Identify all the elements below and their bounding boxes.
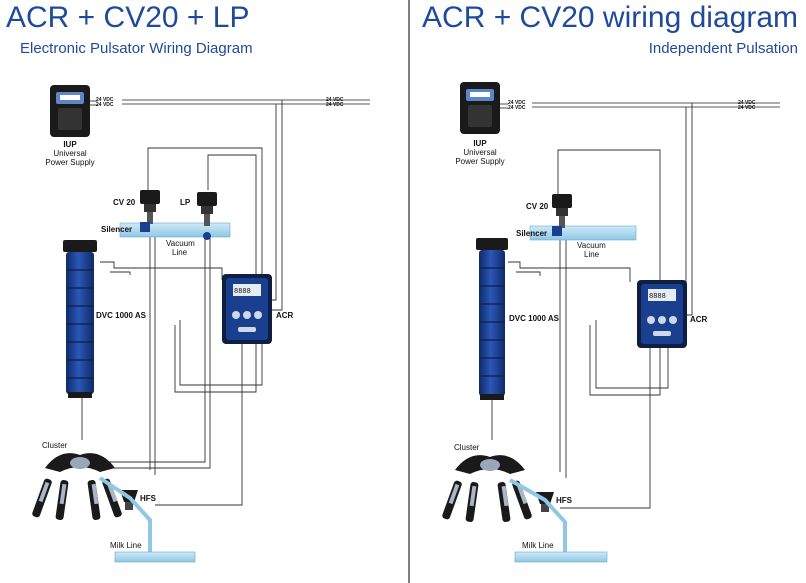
right-vacuum-label-1: Vacuum — [577, 241, 606, 250]
left-milk-line-pipe — [114, 551, 196, 563]
left-lp-label: LP — [180, 198, 191, 207]
left-vacuum-line — [119, 222, 231, 238]
right-vacuum-label-2: Line — [584, 250, 600, 259]
left-vdc-label-b: 24 VDC — [96, 102, 114, 108]
left-silencer-label: Silencer — [101, 225, 132, 234]
left-cluster-device — [32, 453, 122, 520]
left-hfs-label: HFS — [140, 494, 157, 503]
left-iup-desc-2: Power Supply — [45, 158, 94, 167]
right-acr-controller — [637, 280, 687, 348]
left-subtitle: Electronic Pulsator Wiring Diagram — [20, 40, 253, 57]
left-title: ACR + CV20 + LP — [6, 1, 250, 34]
right-dvc-label: DVC 1000 AS — [509, 314, 560, 323]
left-vdc-label-d: 24 VDC — [326, 102, 344, 108]
left-vdc-label-a: 24 VDC — [96, 97, 114, 103]
left-milk-line-label: Milk Line — [110, 541, 142, 550]
left-iup-desc-1: Universal — [53, 149, 87, 158]
right-cv20-label: CV 20 — [526, 202, 549, 211]
right-power-bus — [500, 102, 780, 109]
left-cluster-label: Cluster — [42, 441, 68, 450]
right-vdc-label-b: 24 VDC — [508, 105, 526, 111]
right-iup-desc-1: Universal — [463, 148, 497, 157]
left-cv20-device — [140, 190, 160, 232]
right-silencer-label: Silencer — [516, 229, 547, 238]
left-wiring — [81, 100, 283, 506]
left-milk-hose — [98, 476, 152, 552]
left-cv20-label: CV 20 — [113, 198, 136, 207]
left-dvc-device — [63, 240, 97, 398]
right-acr-label: ACR — [690, 315, 708, 324]
left-vacuum-label-1: Vacuum — [166, 239, 195, 248]
left-lp-device — [197, 192, 217, 240]
right-iup-device — [460, 82, 500, 134]
left-acr-display: 8888 — [234, 288, 251, 296]
left-vdc-label-c: 24 VDC — [326, 97, 344, 103]
left-acr-label: ACR — [276, 311, 294, 320]
left-diagram: IUP Universal Power Supply 24 VDC 24 VDC… — [32, 85, 370, 563]
right-title: ACR + CV20 wiring diagram — [422, 1, 798, 34]
right-milk-line-pipe — [514, 551, 608, 563]
left-dvc-label: DVC 1000 AS — [96, 311, 147, 320]
right-cluster-device — [442, 455, 532, 522]
right-iup-label: IUP — [473, 139, 487, 148]
right-cv20-device — [552, 194, 572, 236]
left-iup-label: IUP — [63, 140, 77, 149]
right-milk-hose — [509, 478, 567, 552]
right-cluster-label: Cluster — [454, 443, 480, 452]
right-iup-desc-2: Power Supply — [455, 157, 504, 166]
right-vdc-label-a: 24 VDC — [508, 100, 526, 106]
left-iup-device — [50, 85, 90, 137]
left-power-bus — [90, 99, 370, 106]
right-vdc-label-d: 24 VDC — [738, 105, 756, 111]
left-vacuum-label-2: Line — [172, 248, 188, 257]
right-milk-line-label: Milk Line — [522, 541, 554, 550]
right-wiring — [491, 103, 693, 509]
right-vdc-label-c: 24 VDC — [738, 100, 756, 106]
right-diagram: IUP Universal Power Supply 24 VDC 24 VDC… — [442, 82, 780, 563]
right-acr-display: 8888 — [649, 293, 666, 301]
left-acr-controller — [222, 274, 272, 344]
right-dvc-device — [476, 238, 508, 400]
right-subtitle: Independent Pulsation — [648, 40, 798, 57]
right-hfs-label: HFS — [556, 496, 573, 505]
